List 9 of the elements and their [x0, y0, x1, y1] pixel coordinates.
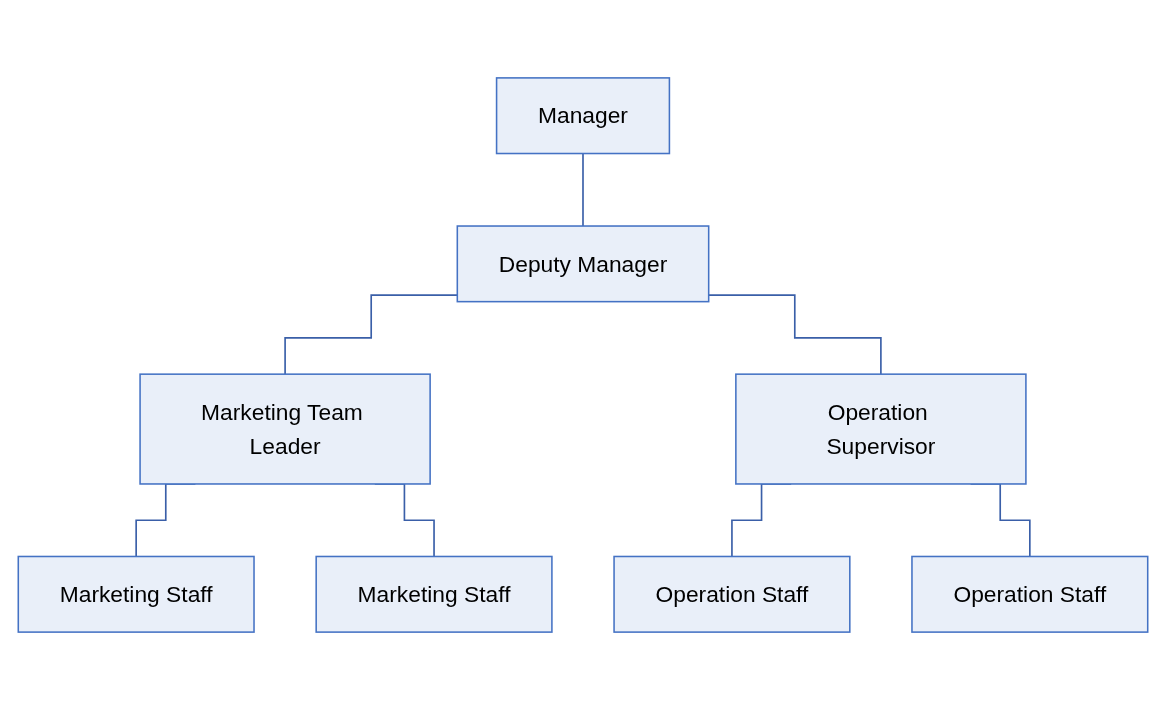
node-box: Marketing Team Leader [139, 372, 431, 485]
connector [582, 152, 584, 227]
node-box: Operation Supervisor [735, 372, 1027, 485]
node-box: Deputy Manager [456, 224, 710, 302]
node-box: Operation Staff [911, 555, 1149, 633]
node-box: Marketing Staff [315, 555, 553, 633]
node-box: Manager [495, 76, 671, 154]
node-box: Operation Staff [613, 555, 851, 633]
node-box: Marketing Staff [17, 555, 255, 633]
